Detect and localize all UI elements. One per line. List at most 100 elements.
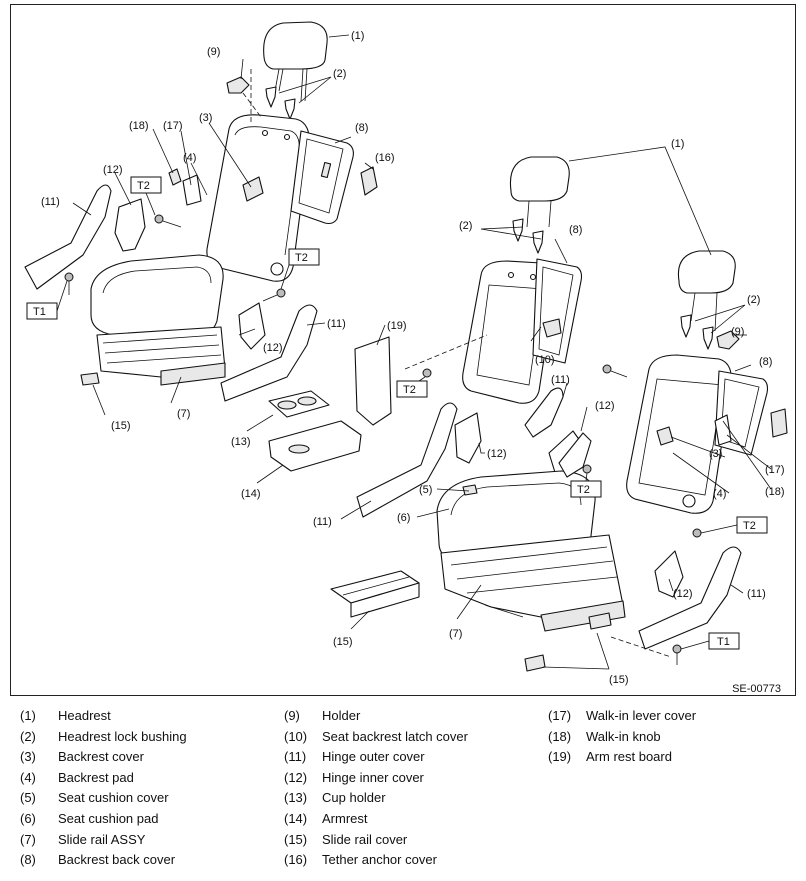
- callout-label: (18): [129, 120, 149, 132]
- callout-label: (18): [765, 486, 785, 498]
- legend-item: (8)Backrest back cover: [20, 852, 187, 873]
- callout-labels: (1) (2) (9) (8) (16) (3) (4) (17) (18) (12) (11) (1…: [33, 30, 785, 686]
- legend-text: Walk-in knob: [586, 728, 661, 744]
- legend-text: Seat cushion cover: [58, 790, 169, 806]
- callout-label: (5): [419, 484, 432, 496]
- callout-label: (12): [673, 588, 693, 600]
- legend-text: Walk-in lever cover: [586, 708, 697, 723]
- backrest-center: [462, 260, 556, 404]
- callout-label: (9): [207, 46, 220, 58]
- legend-number: (13): [284, 790, 308, 806]
- callout-label: (11): [551, 374, 570, 386]
- legend-item: (6)Seat cushion pad: [20, 811, 187, 832]
- callout-label: (13): [231, 436, 251, 448]
- seat-backrest-latch-cover: [542, 318, 562, 338]
- legend-text: Cup holder: [322, 790, 386, 806]
- legend-column-3: (17)Walk-in lever cover(18)Walk-in knob(…: [548, 708, 696, 770]
- legend-text: Holder: [322, 708, 361, 723]
- callout-label: (1): [671, 138, 684, 150]
- headrest-center: [509, 156, 570, 228]
- slide-rail-center: [440, 534, 626, 632]
- figure-code: SE-00773: [732, 683, 781, 695]
- hinge-outer-cover-center: [524, 387, 564, 438]
- tether-anchor-cover: [360, 166, 378, 196]
- slide-rail-cover-center-b: [588, 612, 612, 630]
- callout-label: (15): [111, 420, 131, 432]
- walk-in-lever-cover-left: [182, 174, 202, 206]
- callout-label: (2): [459, 220, 472, 232]
- parts-legend: (1)Headrest(2)Headrest lock bushing(3)Ba…: [20, 708, 800, 876]
- leader-lines: [72, 34, 772, 670]
- legend-text: Slide rail ASSY: [58, 831, 146, 847]
- legend-column-1: (1)Headrest(2)Headrest lock bushing(3)Ba…: [20, 708, 187, 873]
- callout-label: (2): [747, 294, 760, 306]
- legend-text: Seat cushion pad: [58, 810, 159, 826]
- callout-label: (12): [263, 342, 283, 354]
- callout-label: (4): [183, 152, 196, 164]
- slide-rail-cover-left: [80, 372, 100, 386]
- legend-number: (9): [284, 708, 300, 723]
- headrest-bushings-right: [680, 314, 714, 350]
- legend-number: (2): [20, 728, 36, 744]
- callout-label: (14): [241, 488, 261, 500]
- legend-number: (16): [284, 852, 308, 868]
- cup-holder: [268, 390, 330, 418]
- legend-number: (8): [20, 852, 36, 868]
- legend-text: Headrest lock bushing: [58, 728, 187, 744]
- legend-text: Arm rest board: [586, 749, 672, 765]
- hinge-inner-cover-left-b: [238, 302, 266, 350]
- legend-text: Slide rail cover: [322, 831, 408, 847]
- callout-label: (11): [327, 318, 346, 330]
- legend-item: (19) Arm rest board: [548, 749, 696, 770]
- legend-number: (18): [548, 728, 572, 744]
- legend-item: (18) Walk-in knob: [548, 729, 696, 750]
- legend-number: (19): [548, 749, 572, 765]
- legend-text: Seat backrest latch cover: [322, 728, 468, 744]
- legend-column-2: (9)Holder(10)Seat backrest latch cover(1…: [284, 708, 468, 873]
- legend-item: (1)Headrest: [20, 708, 187, 729]
- legend-item: (11)Hinge outer cover: [284, 749, 468, 770]
- legend-number: (7): [20, 831, 36, 847]
- legend-number: (15): [284, 831, 308, 847]
- callout-label: (15): [609, 674, 629, 686]
- callout-label: (3): [709, 448, 722, 460]
- slide-rail-left: [96, 326, 226, 386]
- legend-number: (4): [20, 769, 36, 785]
- callout-label: (4): [713, 488, 726, 500]
- walk-in-knob-left: [168, 168, 182, 186]
- callout-label: (8): [759, 356, 772, 368]
- legend-number: (1): [20, 708, 36, 723]
- headrest-right: [677, 250, 736, 332]
- callout-label: (11): [313, 516, 332, 528]
- torque-label: T1: [33, 306, 46, 318]
- callout-label: (15): [333, 636, 353, 648]
- walk-in-lever-cover-right: [714, 414, 732, 446]
- headrest-bushings-center: [512, 218, 544, 254]
- callout-label: (12): [487, 448, 507, 460]
- callout-label: (7): [177, 408, 190, 420]
- dashed-guides: [242, 69, 672, 658]
- seat-cushion-left: [90, 254, 224, 338]
- hinge-outer-cover-center-b: [356, 402, 458, 518]
- holder-right: [716, 330, 740, 350]
- callout-label: (12): [595, 400, 615, 412]
- legend-item: (2) Headrest lock bushing: [20, 729, 187, 750]
- arm-rest-board: [354, 336, 392, 426]
- legend-text: Hinge inner cover: [322, 769, 424, 785]
- legend-text: Backrest cover: [58, 749, 144, 765]
- hinge-inner-cover-right-b: [654, 550, 684, 598]
- hinge-outer-cover-right: [638, 546, 742, 650]
- legend-text: Tether anchor cover: [322, 852, 437, 868]
- torque-label: T2: [295, 252, 308, 264]
- backrest-back-cover-left: [290, 130, 354, 225]
- hinge-outer-cover-left-b: [220, 304, 318, 402]
- backrest-right: [626, 354, 732, 514]
- legend-number: (17): [548, 708, 572, 723]
- bolts-left: [64, 214, 286, 302]
- callout-label: (16): [375, 152, 395, 164]
- torque-label: T1: [717, 636, 730, 648]
- callout-label: (11): [41, 196, 60, 208]
- callout-label: (12): [103, 164, 123, 176]
- callout-label: (17): [163, 120, 183, 132]
- torque-label: T2: [137, 180, 150, 192]
